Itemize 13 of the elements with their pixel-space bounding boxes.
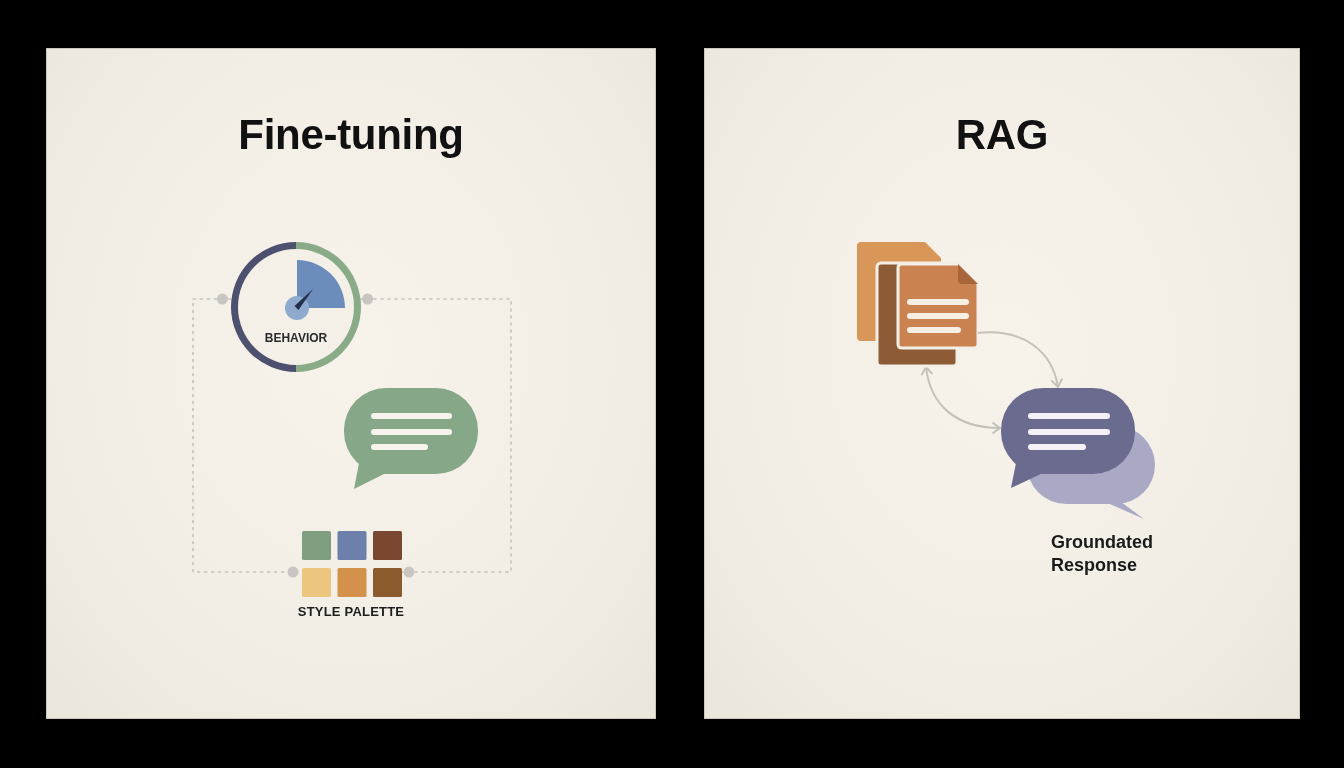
curved-arrow [976,331,1063,388]
panel [46,48,656,719]
gauge-label: BEHAVIOR [264,332,328,344]
palette-caption: STYLE PALETTE [297,604,405,620]
response-caption: Groundated Response [1051,531,1153,577]
panel-title: Fine-tuning [238,114,464,156]
panel [704,48,1300,719]
dashed-connector [358,293,512,578]
color-palette-icon [302,531,402,597]
document-stack-icon [857,242,978,368]
double-headed-arrow [921,366,1001,434]
speech-bubbles-icon [1001,388,1156,521]
panel-title: RAG [955,114,1049,156]
